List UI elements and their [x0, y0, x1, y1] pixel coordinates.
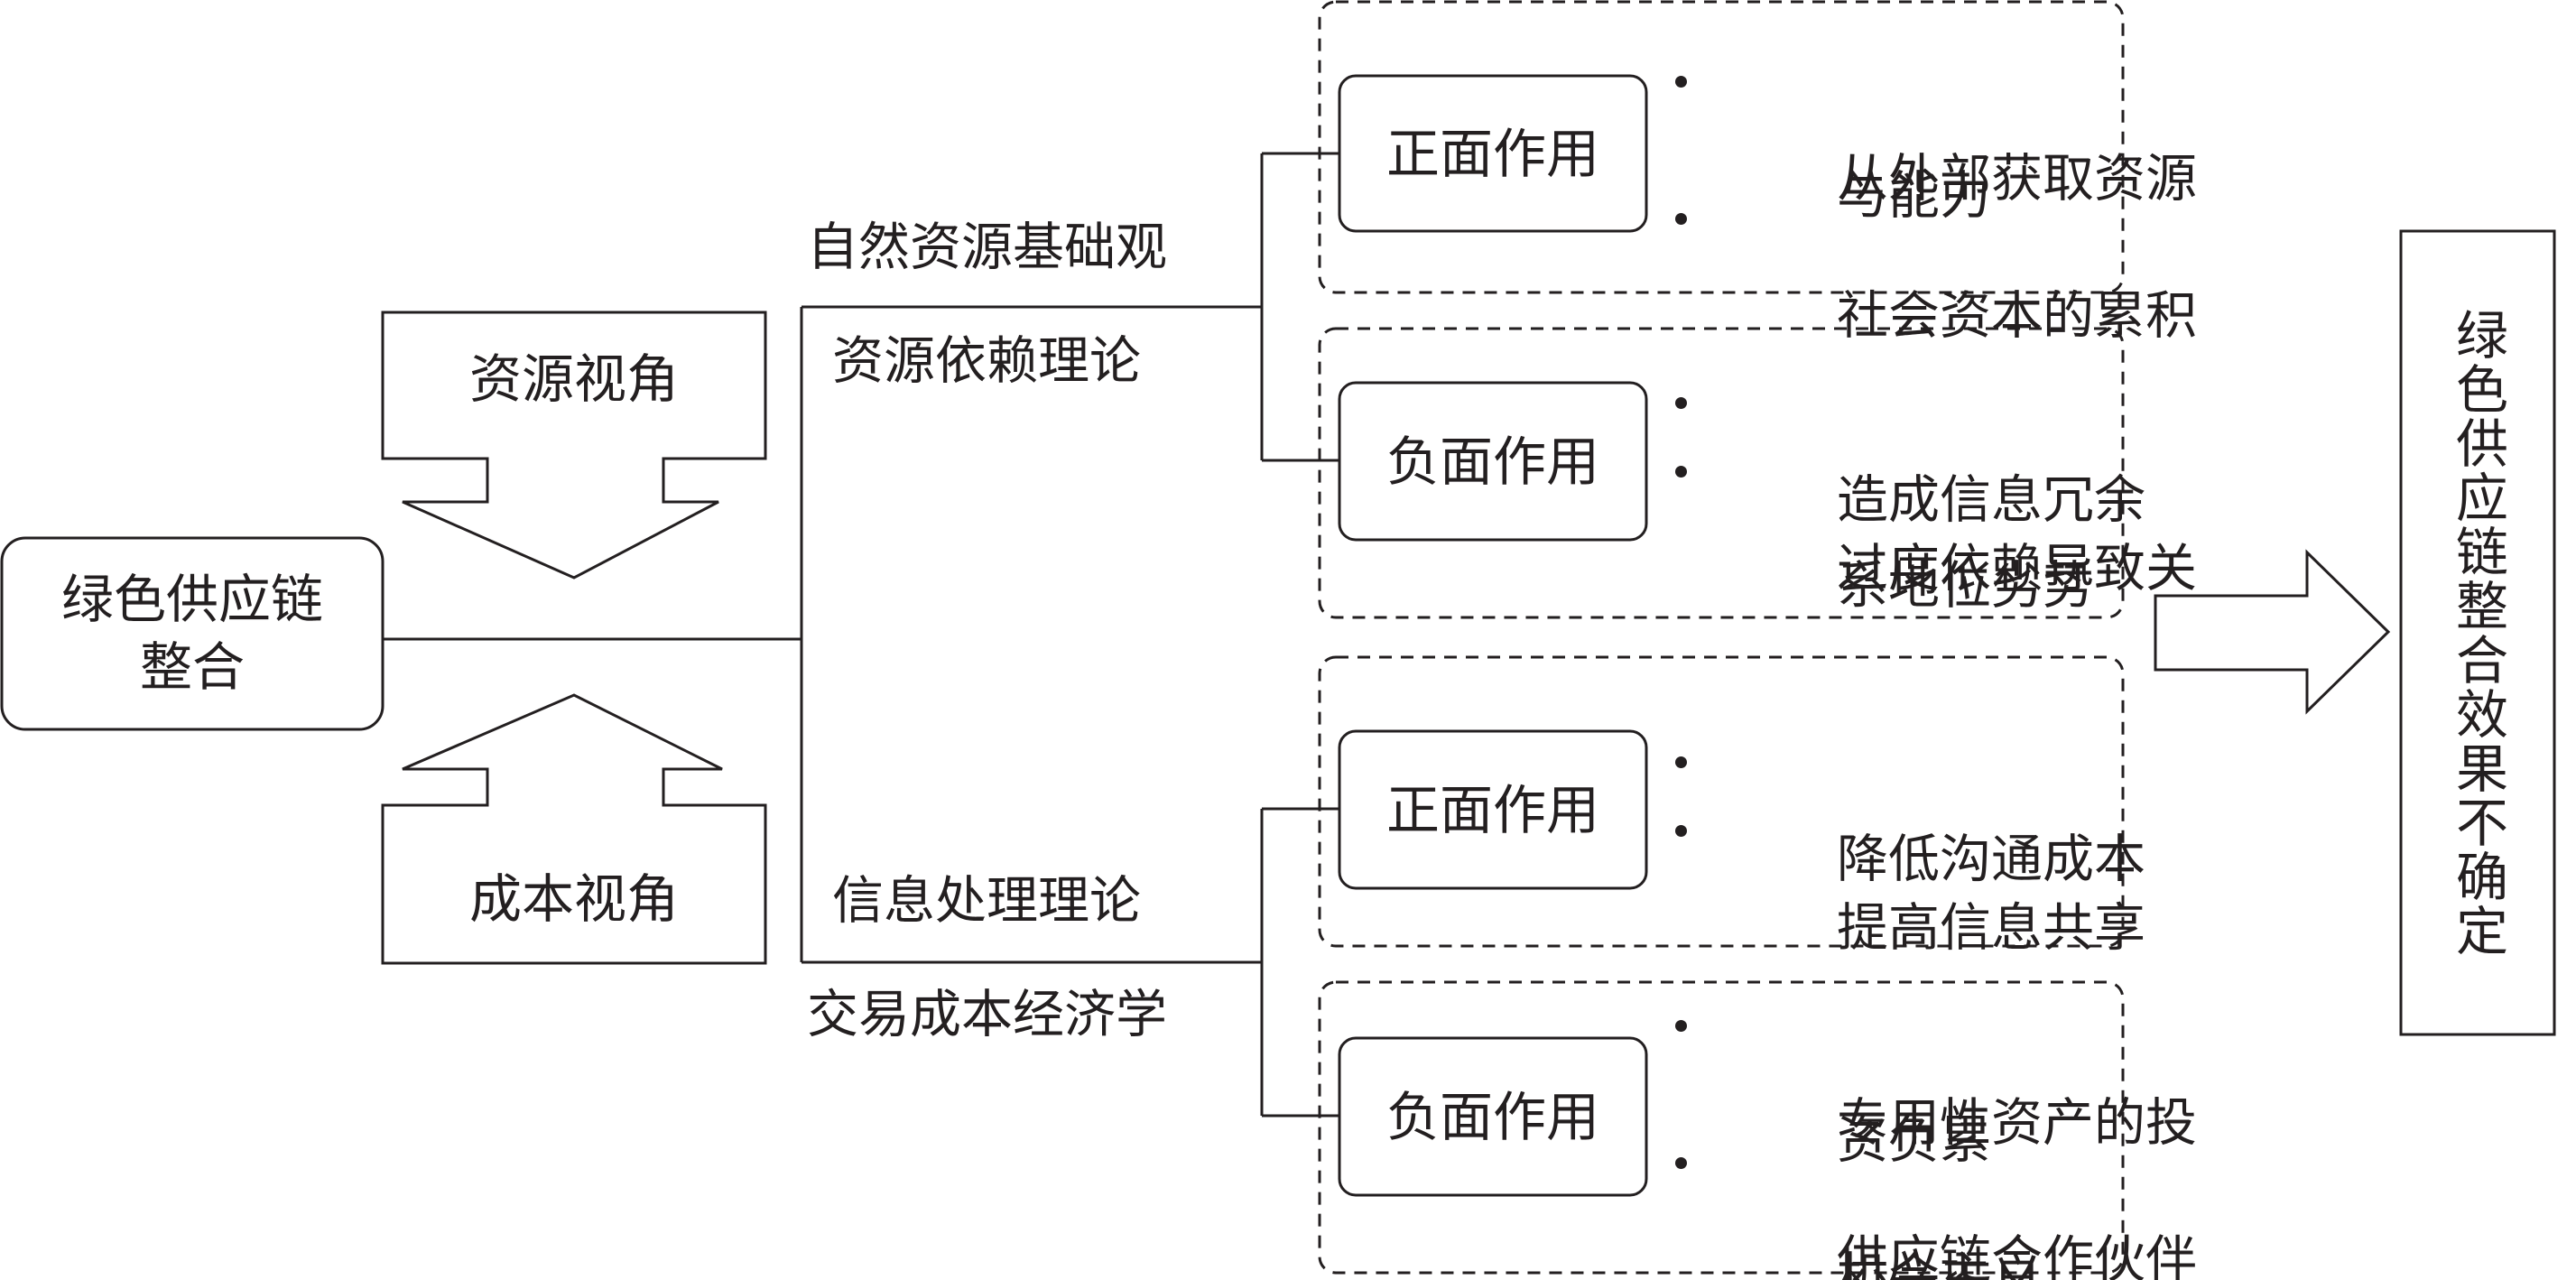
left-node-box: [0, 536, 385, 731]
result-box: [2399, 229, 2556, 1036]
bullet-line: 专用性资产的投: [1836, 1093, 2197, 1153]
effect-label-2: 负面作用: [1385, 430, 1599, 493]
bullet-item: 专用性资产的投: [1668, 995, 2197, 1149]
left-node-line-1: 绿色供应链: [60, 568, 323, 630]
effect-group-3: [1318, 655, 2125, 948]
effect-bullets-4: 专用性资产的投 资负累 供应链合作伙伴 机会主义: [1668, 995, 2197, 1280]
result-arrow: [2154, 549, 2391, 715]
bullet-line: 过度依赖导致关: [1836, 539, 2197, 598]
cost-perspective-label: 成本视角: [468, 868, 679, 930]
bullet-line: 提高信息共享: [1836, 898, 2145, 958]
theory-transaction-cost: 交易成本经济学: [807, 985, 1167, 1044]
resource-perspective-label: 资源视角: [468, 348, 679, 410]
effect-label-box-3: [1338, 729, 1648, 890]
effect-label-box-2: [1338, 381, 1648, 542]
effect-group-4: [1318, 980, 2125, 1275]
bullet-line: 社会资本的累积: [1836, 286, 2197, 346]
bullet-item: 从外部获取资源: [1668, 51, 2197, 205]
effect-bullets-2: 造成信息冗余 过度依赖导致关 系地位劣势: [1668, 372, 2197, 612]
theory-information-processing: 信息处理理论: [832, 871, 1141, 931]
bullet-item-continuation: 与能力: [1668, 119, 2101, 222]
effect-group-1: [1318, 0, 2125, 294]
bullet-icon: [1675, 466, 1687, 478]
result-text: 绿色供应链整合效果不确定: [2447, 308, 2508, 958]
resource-perspective-arrow: [381, 311, 767, 580]
left-node-line-2: 整合: [139, 636, 245, 698]
bullet-line: 从外部获取资源: [1836, 149, 2197, 209]
theory-natural-resource: 自然资源基础观: [807, 218, 1167, 277]
left-node-label: 绿色供应链 整合: [2, 538, 383, 729]
bullet-icon: [1675, 756, 1687, 768]
effect-bullets-1: 从外部获取资源 与能力 社会资本的累积: [1668, 51, 2197, 342]
bullet-item-continuation: 机会主义: [1668, 1201, 2101, 1280]
bullet-item-continuation: 资负累: [1668, 1063, 2101, 1166]
bullet-icon: [1675, 213, 1687, 225]
bullet-line: 系地位劣势: [1836, 556, 2094, 616]
bullet-line: 降低沟通成本: [1836, 830, 2145, 889]
bullet-line: 造成信息冗余: [1836, 470, 2145, 530]
bullet-icon: [1675, 397, 1687, 409]
effect-group-2: [1318, 327, 2125, 619]
bullet-item: 提高信息共享: [1668, 800, 2145, 954]
bullet-line: 与能力: [1836, 166, 1991, 226]
bullet-item: 造成信息冗余: [1668, 372, 2145, 526]
effect-label-box-4: [1338, 1036, 1648, 1197]
bullet-icon: [1675, 76, 1687, 88]
bullet-item-continuation: 系地位劣势: [1668, 509, 2101, 612]
bullet-line: 资负累: [1836, 1110, 1991, 1170]
cost-perspective-arrow: [381, 693, 767, 965]
bullet-line: 供应链合作伙伴: [1836, 1230, 2197, 1280]
effect-label-4: 负面作用: [1385, 1085, 1599, 1148]
theory-resource-dependence: 资源依赖理论: [832, 331, 1141, 391]
bullet-item: 社会资本的累积: [1668, 188, 2197, 342]
bullet-item: 降低沟通成本: [1668, 731, 2145, 886]
effect-label-box-1: [1338, 74, 1648, 233]
effect-bullets-3: 降低沟通成本 提高信息共享: [1668, 731, 2145, 954]
effect-label-3: 正面作用: [1385, 778, 1599, 841]
bullet-icon: [1675, 825, 1687, 837]
bullet-icon: [1675, 1020, 1687, 1032]
bullet-item: 供应链合作伙伴: [1668, 1132, 2197, 1280]
bullet-line: 机会主义: [1836, 1248, 2043, 1280]
effect-label-1: 正面作用: [1385, 122, 1599, 185]
bullet-icon: [1675, 1157, 1687, 1169]
bullet-item: 过度依赖导致关: [1668, 441, 2197, 595]
